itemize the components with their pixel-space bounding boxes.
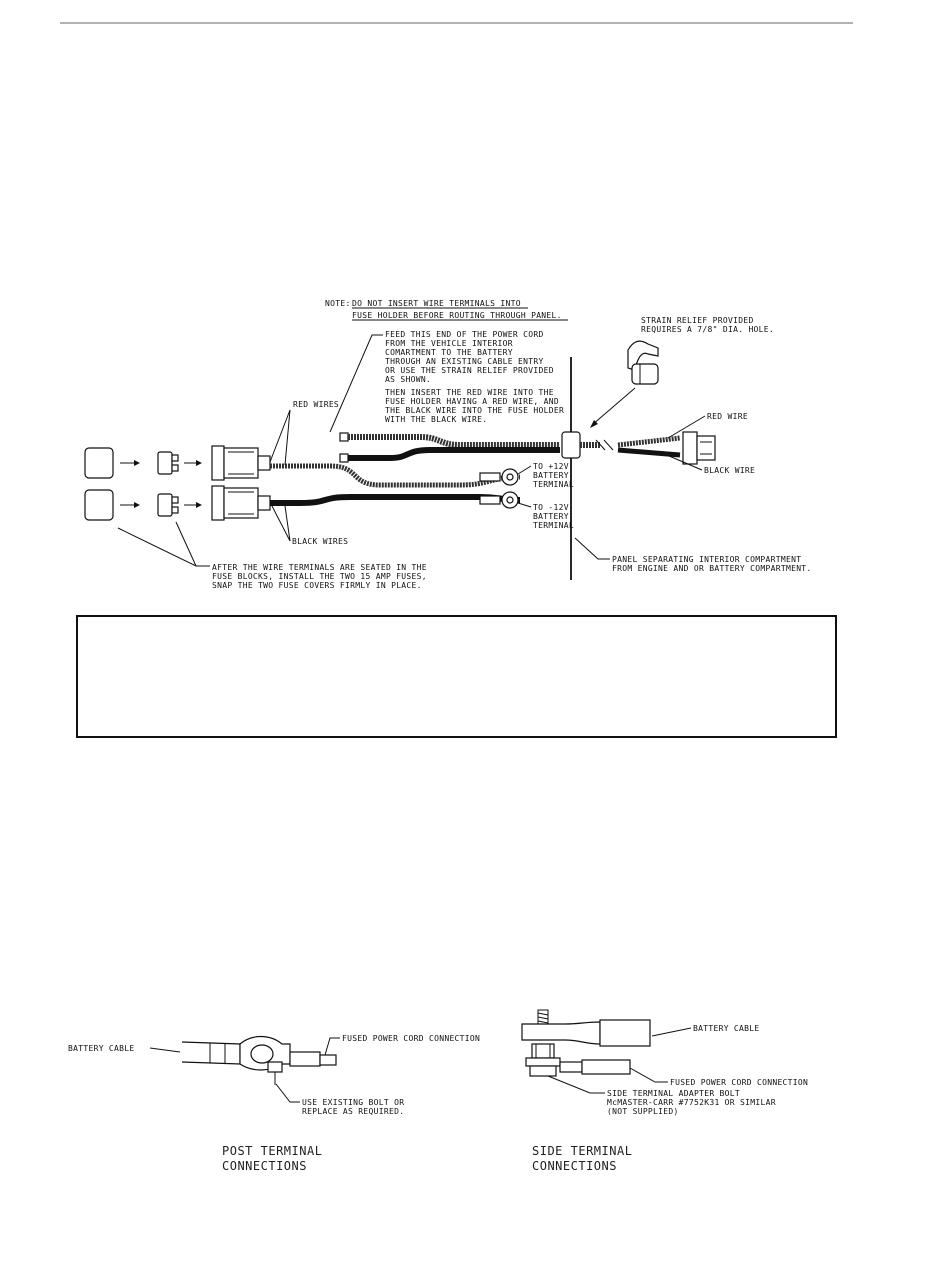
insert-instructions: THEN INSERT THE RED WIRE INTO THE FUSE H…	[385, 388, 564, 424]
strain-relief-arrowhead	[590, 420, 598, 428]
red-wires-leader-1	[269, 409, 291, 463]
feed-line: FROM THE VEHICLE INTERIOR	[385, 339, 513, 348]
power-connector	[682, 431, 716, 465]
post-battery-cable	[181, 1041, 241, 1065]
red-wires-label: RED WIRES	[293, 400, 339, 409]
post-fused-connection-label: FUSED POWER CORD CONNECTION	[342, 1034, 480, 1043]
wiring-harness-diagram: NOTE: DO NOT INSERT WIRE TERMINALS INTO …	[84, 299, 812, 590]
feed-line: FEED THIS END OF THE POWER CORD	[385, 330, 544, 339]
post-terminal-diagram: BATTERY CABLE FUSED POWER CORD CONNECTIO…	[68, 1034, 480, 1173]
note-prefix: NOTE:	[325, 299, 351, 308]
red-wire-label: RED WIRE	[707, 412, 748, 421]
fuse-bottom	[157, 493, 179, 517]
insert-line: THE BLACK WIRE INTO THE FUSE HOLDER	[385, 406, 564, 415]
grommet	[561, 431, 581, 459]
interior-cord-red	[617, 435, 681, 448]
black-wires-leader-1	[271, 505, 291, 542]
ring-terminal-neg-sleeve	[479, 495, 501, 505]
fuse-holder-top	[211, 445, 271, 481]
ring-terminal-pos-sleeve	[479, 472, 501, 482]
fuse-cover-top	[84, 447, 114, 479]
after-leader-1	[117, 527, 210, 567]
black-wire-label: BLACK WIRE	[704, 466, 755, 475]
side-fused-cord	[581, 1059, 631, 1075]
red-wire-leader	[667, 415, 706, 439]
panel-leader	[574, 537, 610, 560]
side-bolt-line: SIDE TERMINAL ADAPTER BOLT	[607, 1089, 740, 1098]
side-bolt-line: McMASTER-CARR #7752K31 OR SIMILAR	[607, 1098, 776, 1107]
wire-terminal-top	[339, 432, 349, 442]
side-battery-cable-label: BATTERY CABLE	[693, 1024, 760, 1033]
feed-instructions: FEED THIS END OF THE POWER CORD FROM THE…	[385, 330, 554, 384]
fuse-cover-bottom	[84, 489, 114, 521]
side-bolt-nut	[531, 1043, 555, 1059]
after-leader-2	[175, 521, 197, 567]
side-bolt-line: (NOT SUPPLIED)	[607, 1107, 679, 1116]
panel-line: FROM ENGINE AND OR BATTERY COMPARTMENT.	[612, 564, 812, 573]
feed-line: COMARTMENT TO THE BATTERY	[385, 348, 513, 357]
red-wires-leader-2	[284, 409, 291, 466]
after-line: AFTER THE WIRE TERMINALS ARE SEATED IN T…	[212, 563, 427, 572]
pos-terminal-line: TO +12V	[533, 462, 569, 471]
post-bolt-line: REPLACE AS REQUIRED.	[302, 1107, 404, 1116]
neg-terminal-line: TO -12V	[533, 503, 569, 512]
fuse-top	[157, 451, 179, 475]
black-wires-label: BLACK WIRES	[292, 537, 348, 546]
pos-terminal-line: BATTERY	[533, 471, 569, 480]
neg-terminal-line: BATTERY	[533, 512, 569, 521]
after-line: FUSE BLOCKS, INSTALL THE TWO 15 AMP FUSE…	[212, 572, 427, 581]
pos-terminal-line: TERMINAL	[533, 480, 574, 489]
fuse-holder-bottom	[211, 485, 271, 521]
post-caption-line: CONNECTIONS	[222, 1159, 307, 1173]
strain-relief-leader	[591, 387, 636, 426]
feed-line: AS SHOWN.	[385, 375, 431, 384]
power-cord-red	[348, 434, 560, 448]
side-fused-connection-label: FUSED POWER CORD CONNECTION	[670, 1078, 808, 1087]
post-bolt-line: USE EXISTING BOLT OR	[302, 1098, 404, 1107]
insert-line: THEN INSERT THE RED WIRE INTO THE	[385, 388, 554, 397]
side-bolt-base	[529, 1065, 557, 1077]
side-washer	[525, 1057, 561, 1067]
post-caption-line: POST TERMINAL	[222, 1144, 322, 1158]
post-fused-cord	[289, 1051, 321, 1067]
side-caption-line: CONNECTIONS	[532, 1159, 617, 1173]
side-terminal-diagram: BATTERY CABLE FUSED POWER CORD CONNECTIO…	[521, 1009, 808, 1173]
strain-relief-line: STRAIN RELIEF PROVIDED	[641, 316, 754, 325]
interior-cord-black	[617, 447, 681, 458]
feed-line: OR USE THE STRAIN RELIEF PROVIDED	[385, 366, 554, 375]
note-line-2: FUSE HOLDER BEFORE ROUTING THROUGH PANEL…	[352, 311, 562, 320]
insert-line: WITH THE BLACK WIRE.	[385, 415, 487, 424]
strain-relief-line: REQUIRES A 7/8" DIA. HOLE.	[641, 325, 774, 334]
black-wires-leader-2	[284, 505, 291, 542]
neg-terminal-line: TERMINAL	[533, 521, 574, 530]
strain-relief-part	[627, 340, 659, 385]
post-battery-cable-label: BATTERY CABLE	[68, 1044, 135, 1053]
side-battery-cable	[599, 1019, 651, 1047]
panel-line: PANEL SEPARATING INTERIOR COMPARTMENT	[612, 555, 801, 564]
side-cable-lug	[521, 1021, 601, 1045]
after-line: SNAP THE TWO FUSE COVERS FIRMLY IN PLACE…	[212, 581, 422, 590]
post-bolt-head	[267, 1061, 283, 1073]
feed-leader	[329, 334, 383, 433]
feed-line: THROUGH AN EXISTING CABLE ENTRY	[385, 357, 544, 366]
side-caption-line: SIDE TERMINAL	[532, 1144, 632, 1158]
insert-line: FUSE HOLDER HAVING A RED WIRE, AND	[385, 397, 559, 406]
power-cord-black	[348, 447, 560, 461]
black-wire-leader	[661, 452, 703, 471]
notice-box	[76, 615, 837, 738]
wire-terminal-bottom	[339, 453, 349, 463]
note-line-1: DO NOT INSERT WIRE TERMINALS INTO	[352, 299, 521, 308]
side-fused-cord-terminal	[559, 1061, 583, 1073]
